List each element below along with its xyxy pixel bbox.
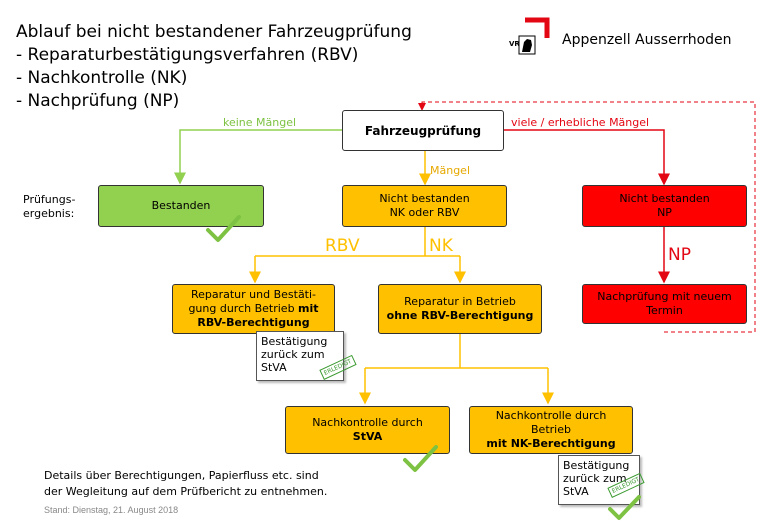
node-label: Bestanden bbox=[151, 199, 211, 212]
note-bestaetigung-2: Bestätigung zurück zum StVA bbox=[558, 455, 640, 505]
node-reparatur-rbv[interactable]: Reparatur und Bestäti- gung durch Betrie… bbox=[172, 284, 335, 334]
logo-letters: VR bbox=[509, 40, 520, 48]
node-label-line-2: StVA bbox=[352, 430, 383, 443]
node-label-line-1: Nicht bestanden bbox=[379, 192, 470, 205]
node-label-line-1: Nachkontrolle durch bbox=[495, 409, 607, 422]
node-label-line-2: NP bbox=[657, 206, 672, 219]
footer-details: Details über Berechtigungen, Papierfluss… bbox=[44, 468, 327, 500]
logo-name: Appenzell Ausserrhoden bbox=[562, 32, 732, 48]
node-label-line-2b: mit bbox=[298, 302, 319, 315]
node-label-line-2a: gung durch Betrieb bbox=[188, 302, 299, 315]
check-icon bbox=[206, 215, 241, 242]
title-line-4: - Nachprüfung (NP) bbox=[16, 91, 180, 111]
node-nicht-bestanden-nk-rbv[interactable]: Nicht bestanden NK oder RBV bbox=[342, 185, 507, 227]
edge-label-keine-maengel: keine Mängel bbox=[223, 116, 297, 129]
note-bestaetigung-1: Bestätigung zurück zum StVA bbox=[256, 331, 344, 381]
node-nachpruefung-termin[interactable]: Nachprüfung mit neuem Termin bbox=[582, 284, 747, 324]
footer-details-line-2: der Wegleitung auf dem Prüfbericht zu en… bbox=[44, 485, 328, 498]
node-label-line-2: Termin bbox=[646, 304, 683, 317]
node-nicht-bestanden-np[interactable]: Nicht bestanden NP bbox=[582, 185, 747, 227]
node-label-line-2: NK oder RBV bbox=[389, 206, 460, 219]
canton-logo-icon bbox=[518, 17, 550, 55]
node-label-line-1: Reparatur und Bestäti- bbox=[190, 288, 317, 301]
node-nachkontrolle-stva[interactable]: Nachkontrolle durch StVA bbox=[285, 406, 450, 454]
title-line-1: Ablauf bei nicht bestandener Fahrzeugprü… bbox=[16, 22, 412, 42]
node-label-line-2: ohne RBV-Berechtigung bbox=[386, 309, 534, 322]
check-icon bbox=[403, 445, 438, 472]
title-line-2: - Reparaturbestätigungsverfahren (RBV) bbox=[16, 45, 359, 65]
note-line-3: StVA bbox=[563, 485, 589, 498]
edge-label-maengel: Mängel bbox=[430, 164, 471, 177]
node-label-line-3: RBV-Berechtigung bbox=[197, 316, 310, 329]
footer-details-line-1: Details über Berechtigungen, Papierfluss… bbox=[44, 469, 319, 482]
note-line-3: StVA bbox=[261, 361, 287, 374]
node-nachkontrolle-betrieb[interactable]: Nachkontrolle durch Betrieb mit NK-Berec… bbox=[469, 406, 633, 454]
note-line-1: Bestätigung bbox=[563, 459, 630, 472]
row-label-line-1: Prüfungs- bbox=[23, 193, 76, 206]
node-label-line-1: Reparatur in Betrieb bbox=[404, 295, 516, 308]
edge-label-rbv: RBV bbox=[325, 236, 360, 256]
edge-label-viele-maengel: viele / erhebliche Mängel bbox=[511, 116, 650, 129]
check-icon bbox=[608, 495, 641, 520]
edge-label-nk: NK bbox=[429, 236, 453, 256]
node-label-line-2: Betrieb bbox=[531, 423, 571, 436]
node-label-line-2: gung durch Betrieb mit bbox=[188, 302, 318, 316]
edge-label-np: NP bbox=[668, 245, 691, 265]
note-line-2: zurück zum bbox=[261, 348, 325, 361]
node-label-line-1: Nachkontrolle durch bbox=[312, 416, 423, 429]
node-reparatur-ohne-rbv[interactable]: Reparatur in Betrieb ohne RBV-Berechtigu… bbox=[378, 284, 542, 334]
node-label-line-1: Nicht bestanden bbox=[619, 192, 710, 205]
node-label: Fahrzeugprüfung bbox=[364, 123, 482, 138]
footer-stand: Stand: Dienstag, 21. August 2018 bbox=[44, 505, 179, 515]
row-label-line-2: ergebnis: bbox=[23, 207, 75, 220]
row-label-pruefungsergebnis: Prüfungs- ergebnis: bbox=[23, 193, 75, 221]
note-line-2: zurück zum bbox=[563, 472, 627, 485]
title-line-3: - Nachkontrolle (NK) bbox=[16, 68, 188, 88]
node-fahrzeugpruefung[interactable]: Fahrzeugprüfung bbox=[342, 110, 504, 151]
node-label-line-1: Nachprüfung mit neuem bbox=[597, 290, 732, 303]
note-line-1: Bestätigung bbox=[261, 335, 328, 348]
node-label-line-3: mit NK-Berechtigung bbox=[486, 437, 616, 450]
